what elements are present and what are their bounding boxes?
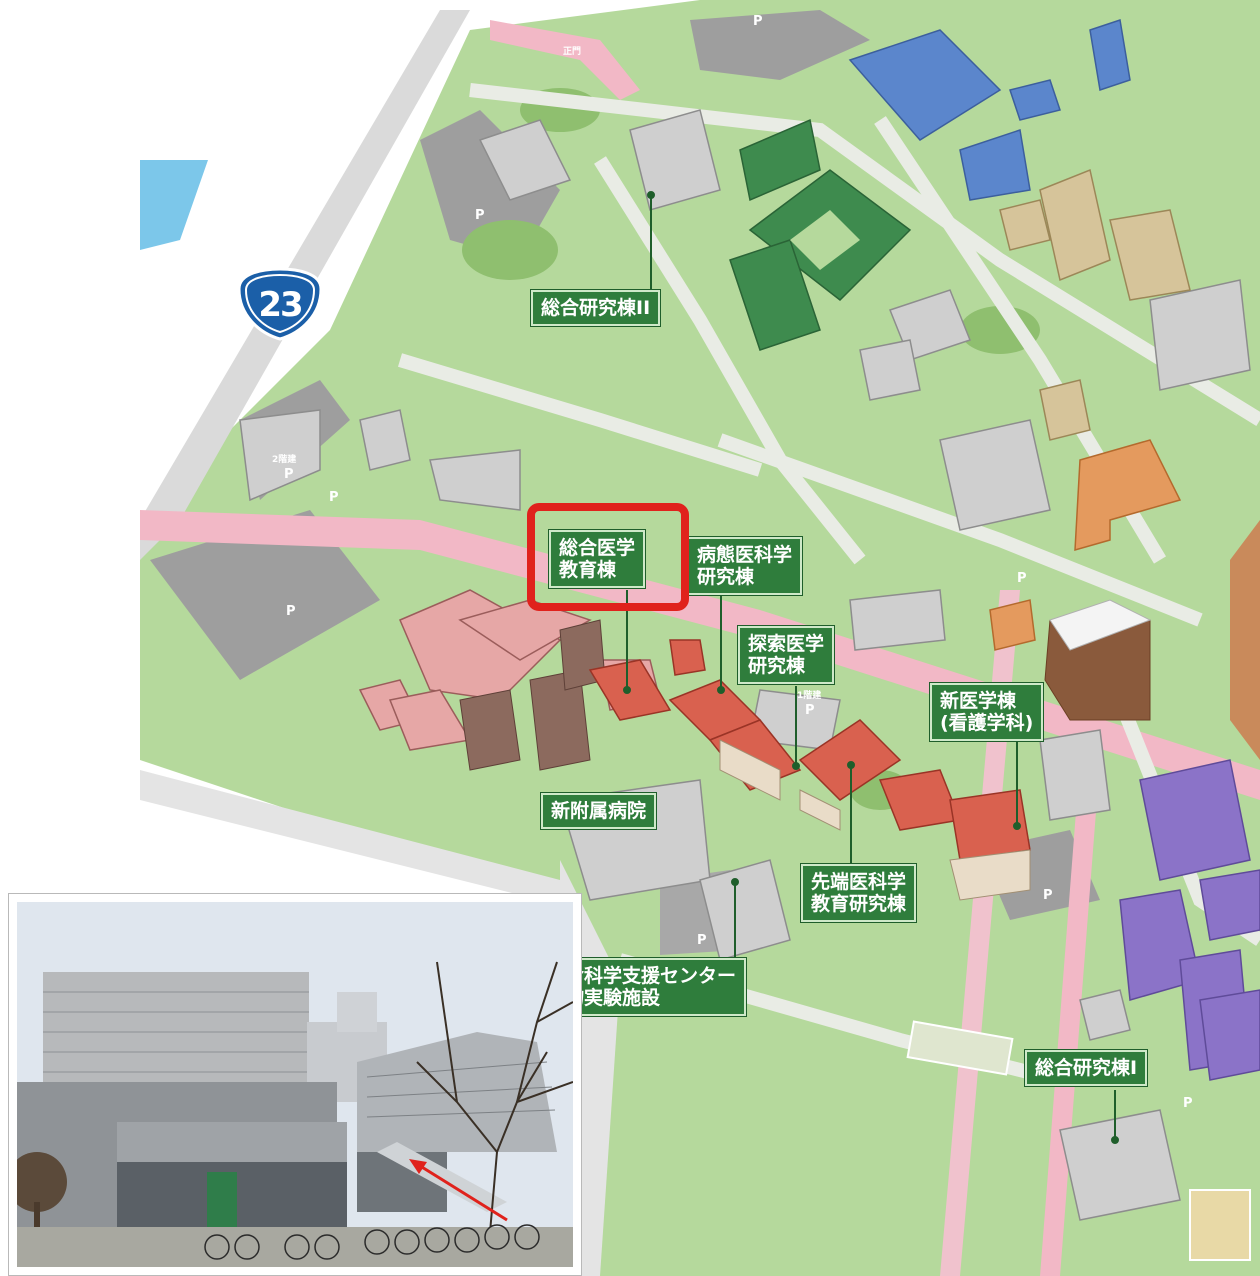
hospital-building bbox=[458, 599, 592, 661]
parking-lot bbox=[690, 10, 870, 80]
building bbox=[1039, 168, 1111, 282]
parking-floor-label: 2階建 bbox=[272, 455, 297, 465]
building bbox=[959, 129, 1031, 201]
label-kagaku-shien: 命科学支援センター 物実験施設 bbox=[555, 958, 747, 1016]
building bbox=[1139, 759, 1251, 881]
building bbox=[989, 599, 1036, 651]
building bbox=[239, 409, 321, 502]
label-sogo-kenkyu-2: 総合研究棟II bbox=[531, 290, 661, 326]
building bbox=[359, 409, 411, 471]
label-shin-igaku: 新医学棟 (看護学科) bbox=[930, 683, 1044, 741]
building bbox=[478, 119, 572, 201]
building bbox=[1109, 209, 1191, 301]
parking-marker: P bbox=[753, 14, 763, 29]
parking-floor-label: 1階建 bbox=[797, 691, 822, 701]
building bbox=[1059, 1109, 1181, 1221]
parking-marker: P bbox=[697, 933, 707, 948]
building bbox=[848, 29, 1002, 141]
parking-marker: P bbox=[284, 467, 294, 482]
route-number: 23 bbox=[258, 285, 303, 325]
building bbox=[939, 419, 1051, 531]
label-shin-fuzoku-byoin: 新附属病院 bbox=[541, 793, 657, 829]
building bbox=[729, 239, 821, 351]
building bbox=[429, 449, 521, 511]
pink-walkway bbox=[940, 590, 1020, 1276]
gate-label: 正門 bbox=[563, 47, 582, 57]
building bbox=[629, 109, 721, 211]
building bbox=[669, 639, 706, 676]
parking-marker: P bbox=[475, 208, 485, 223]
parking-lot bbox=[150, 510, 380, 680]
building bbox=[1079, 989, 1131, 1041]
building bbox=[1039, 379, 1091, 441]
label-sogo-igaku-kyoiku: 総合医学 教育棟 bbox=[549, 530, 646, 588]
label-byotai-ika: 病態医科学 研究棟 bbox=[687, 537, 803, 595]
building bbox=[1074, 439, 1182, 552]
building-sentan bbox=[798, 719, 902, 801]
parking-marker: P bbox=[805, 703, 815, 718]
pink-walkway bbox=[140, 510, 1260, 800]
parking-marker: P bbox=[329, 490, 339, 505]
building bbox=[849, 589, 946, 651]
building bbox=[1009, 79, 1061, 121]
pink-walkway bbox=[1040, 760, 1100, 1276]
parking-marker: P bbox=[1183, 1096, 1193, 1111]
building bbox=[999, 199, 1051, 251]
building bbox=[1089, 19, 1131, 91]
parking-marker: P bbox=[1017, 571, 1027, 586]
building bbox=[1039, 729, 1111, 821]
highlight-frame bbox=[527, 503, 689, 611]
parking-marker: P bbox=[286, 604, 296, 619]
red-arrow-icon bbox=[409, 1159, 508, 1222]
label-sogo-kenkyu-1: 総合研究棟I bbox=[1025, 1050, 1148, 1086]
building bbox=[739, 118, 821, 202]
pink-walkway bbox=[490, 20, 640, 100]
building bbox=[1149, 279, 1251, 391]
building bbox=[859, 339, 921, 401]
parking-marker: P bbox=[1043, 888, 1053, 903]
river bbox=[140, 160, 208, 250]
route-23-shield-icon: 23 bbox=[237, 267, 323, 341]
label-tansaku-igaku: 探索医学 研究棟 bbox=[738, 626, 835, 684]
building bbox=[699, 859, 791, 961]
building bbox=[1199, 989, 1260, 1081]
building-photo bbox=[8, 893, 582, 1276]
hospital-building bbox=[399, 589, 562, 701]
building bbox=[1199, 869, 1260, 941]
label-sentan-ika: 先端医科学 教育研究棟 bbox=[801, 864, 917, 922]
